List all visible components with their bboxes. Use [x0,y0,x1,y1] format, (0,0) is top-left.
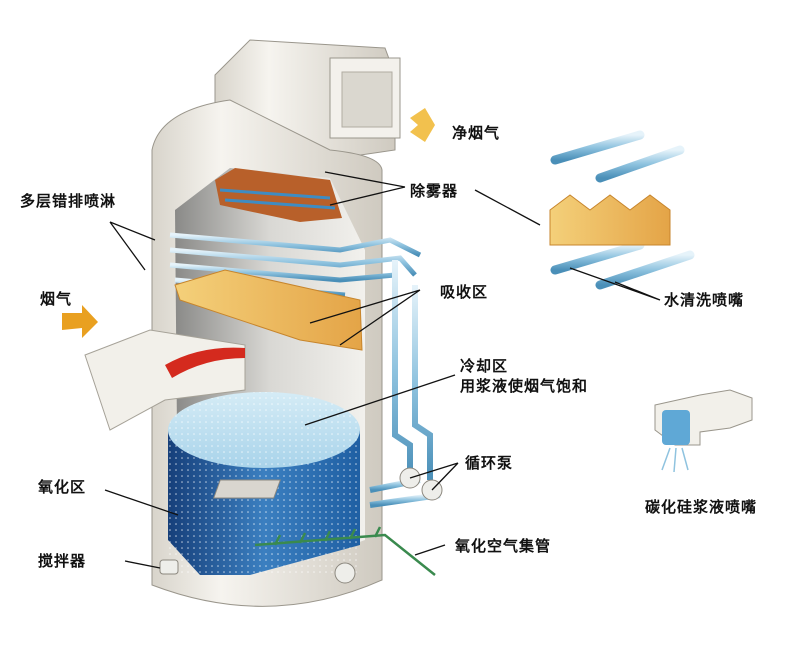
flue-gas-inlet [84,329,246,431]
slurry-tank [168,392,360,575]
label-sic-slurry-nozzle: 碳化硅浆液喷嘴 [645,498,758,516]
absorption-packing [174,269,363,351]
label-demister: 除雾器 [410,182,459,200]
sic-nozzle-detail [654,389,753,473]
label-flue-gas: 烟气 [40,290,73,308]
label-multi-layer-spray: 多层错排喷淋 [20,192,117,210]
label-cooling-zone: 冷却区 [460,357,509,375]
label-absorption-zone: 吸收区 [440,283,489,301]
label-circulation-pump: 循环泵 [465,454,514,472]
label-water-wash-nozzle: 水清洗喷嘴 [664,291,745,309]
flue-gas-arrow [62,305,98,338]
circulation-piping [369,260,441,508]
label-oxidation-air-header: 氧化空气集管 [455,537,552,555]
leader-lines [104,171,661,569]
label-cooling-zone-desc: 用浆液使烟气饱和 [460,377,589,395]
demister-detail [549,130,695,290]
manhole [334,562,356,584]
label-clean-gas: 净烟气 [452,124,501,142]
demister-layer [215,168,342,222]
label-agitator: 搅拌器 [38,552,87,570]
label-oxidation-zone: 氧化区 [38,478,87,496]
agitator [159,559,179,575]
oxidation-air-header [254,526,436,576]
clean-gas-arrow [410,108,435,142]
